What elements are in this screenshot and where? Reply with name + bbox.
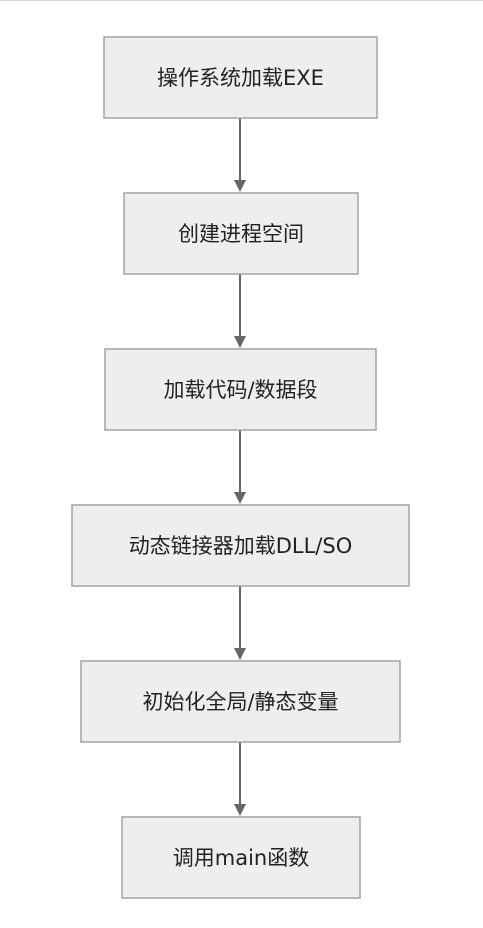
node-label: 动态链接器加载DLL/SO [129,534,353,558]
flow-arrow [234,430,246,504]
flow-arrow [234,742,246,816]
flow-arrow [234,274,246,348]
top-divider [0,0,483,1]
node-label: 加载代码/数据段 [163,378,317,402]
flow-node-init-globals: 初始化全局/静态变量 [80,660,401,743]
flow-node-dynamic-linker: 动态链接器加载DLL/SO [71,504,410,587]
flow-node-create-process: 创建进程空间 [123,192,359,275]
node-label: 调用main函数 [173,846,309,870]
flow-arrow [234,586,246,660]
node-label: 创建进程空间 [178,222,304,246]
flow-arrow [234,118,246,192]
node-label: 初始化全局/静态变量 [142,690,338,714]
flow-node-call-main: 调用main函数 [121,816,361,899]
flow-node-load-exe: 操作系统加载EXE [103,36,378,119]
flow-node-load-segments: 加载代码/数据段 [104,348,377,431]
node-label: 操作系统加载EXE [157,66,324,90]
